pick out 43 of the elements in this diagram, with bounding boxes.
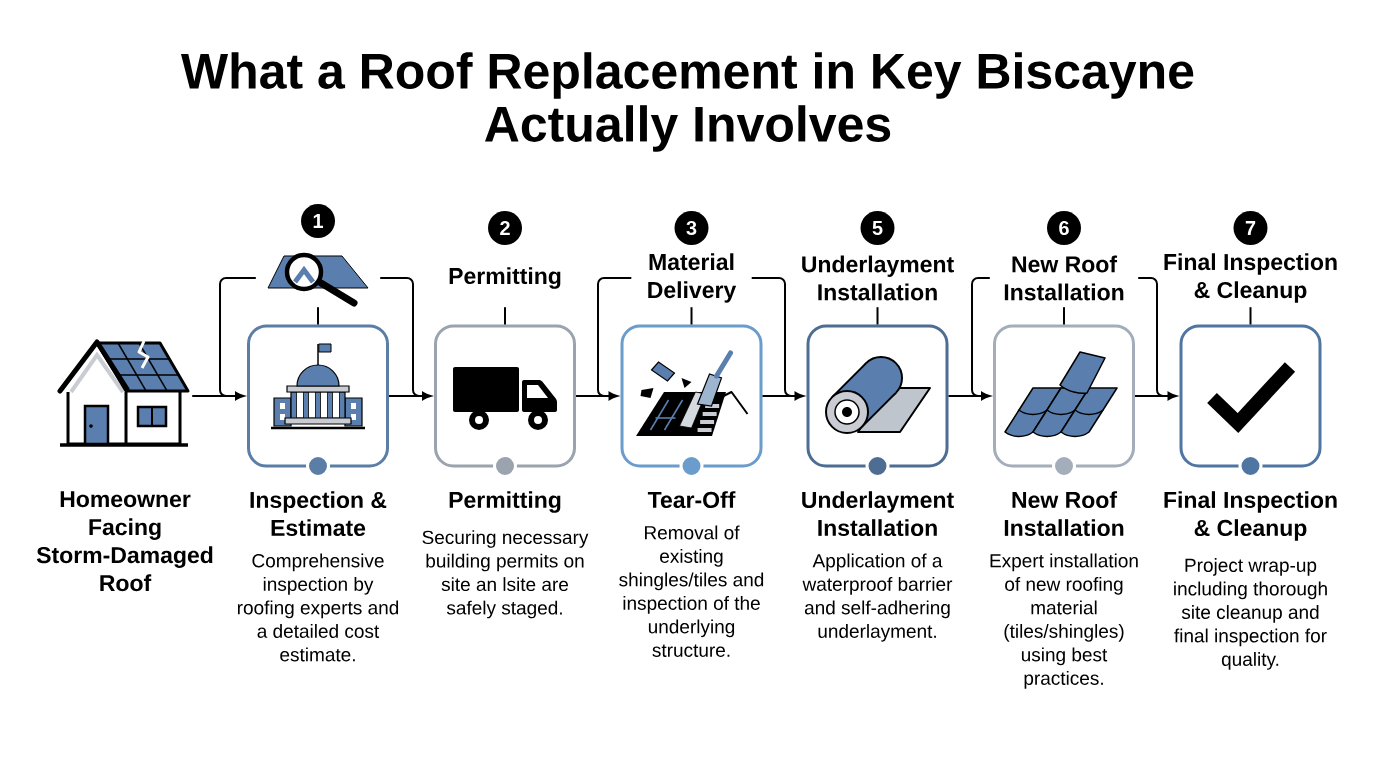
- node-label: Homeowner Facing Storm-Damaged Roof: [36, 491, 213, 592]
- bracket-line: [597, 277, 633, 397]
- step-title: Final Inspection & Cleanup: [1164, 491, 1337, 541]
- step-description: Comprehensive inspection by roofing experts and a detailed cost estimate.: [237, 553, 399, 662]
- number-badge: 2: [488, 211, 522, 245]
- magnifier-icon: [267, 252, 369, 307]
- step-heading: Underlayment Installation: [802, 255, 954, 301]
- step-description: Project wrap-up including thorough site cleanup and final inspection for quality.: [1174, 558, 1327, 670]
- number-badge: 3: [674, 211, 709, 245]
- arrow: [1134, 391, 1177, 401]
- step-heading: Permitting: [449, 267, 561, 289]
- connector-line: [876, 306, 879, 326]
- connector-line: [1249, 306, 1252, 326]
- number-badge: 5: [860, 211, 895, 245]
- bracket-line: [750, 277, 795, 397]
- bracket-line: [1137, 277, 1167, 397]
- step-title: Tear-Off: [647, 491, 736, 509]
- step-title: Underlayment Installation: [802, 491, 954, 537]
- step-title: Inspection & Estimate: [250, 491, 387, 537]
- step-description: Removal of existing shingles/tiles and inspection of the underlying structure.: [619, 525, 764, 657]
- arrow: [761, 391, 804, 401]
- bracket-line: [971, 277, 991, 397]
- arrow: [575, 391, 618, 401]
- step-heading: New Roof Installation: [1004, 255, 1124, 301]
- step-heading: Final Inspection & Cleanup: [1164, 253, 1337, 303]
- step-heading: Material Delivery: [648, 253, 737, 303]
- step-description: Application of a waterproof barrier and self-adhering underlayment.: [802, 553, 953, 642]
- connector-line: [317, 306, 319, 326]
- step-description: Expert installation of new roofing material (tiles/shingles) using best practices.: [990, 553, 1138, 689]
- step-title: New Roof Installation: [1004, 491, 1124, 537]
- arrow: [191, 391, 245, 401]
- number-badge: 1: [301, 204, 335, 238]
- arrow: [388, 391, 432, 401]
- number-badge: 7: [1233, 211, 1268, 245]
- bracket-line: [219, 277, 257, 397]
- number-badge: 6: [1047, 211, 1081, 245]
- step-description: Securing necessary building permits on site an lsite are safely staged.: [422, 530, 589, 619]
- title: What a Roof Replacement in Key Biscayne Actually Involves: [181, 52, 1194, 152]
- step-title: Permitting: [449, 491, 561, 513]
- connector-line: [504, 306, 506, 326]
- connector-line: [690, 306, 693, 326]
- arrow: [947, 391, 991, 401]
- connector-line: [1063, 306, 1065, 326]
